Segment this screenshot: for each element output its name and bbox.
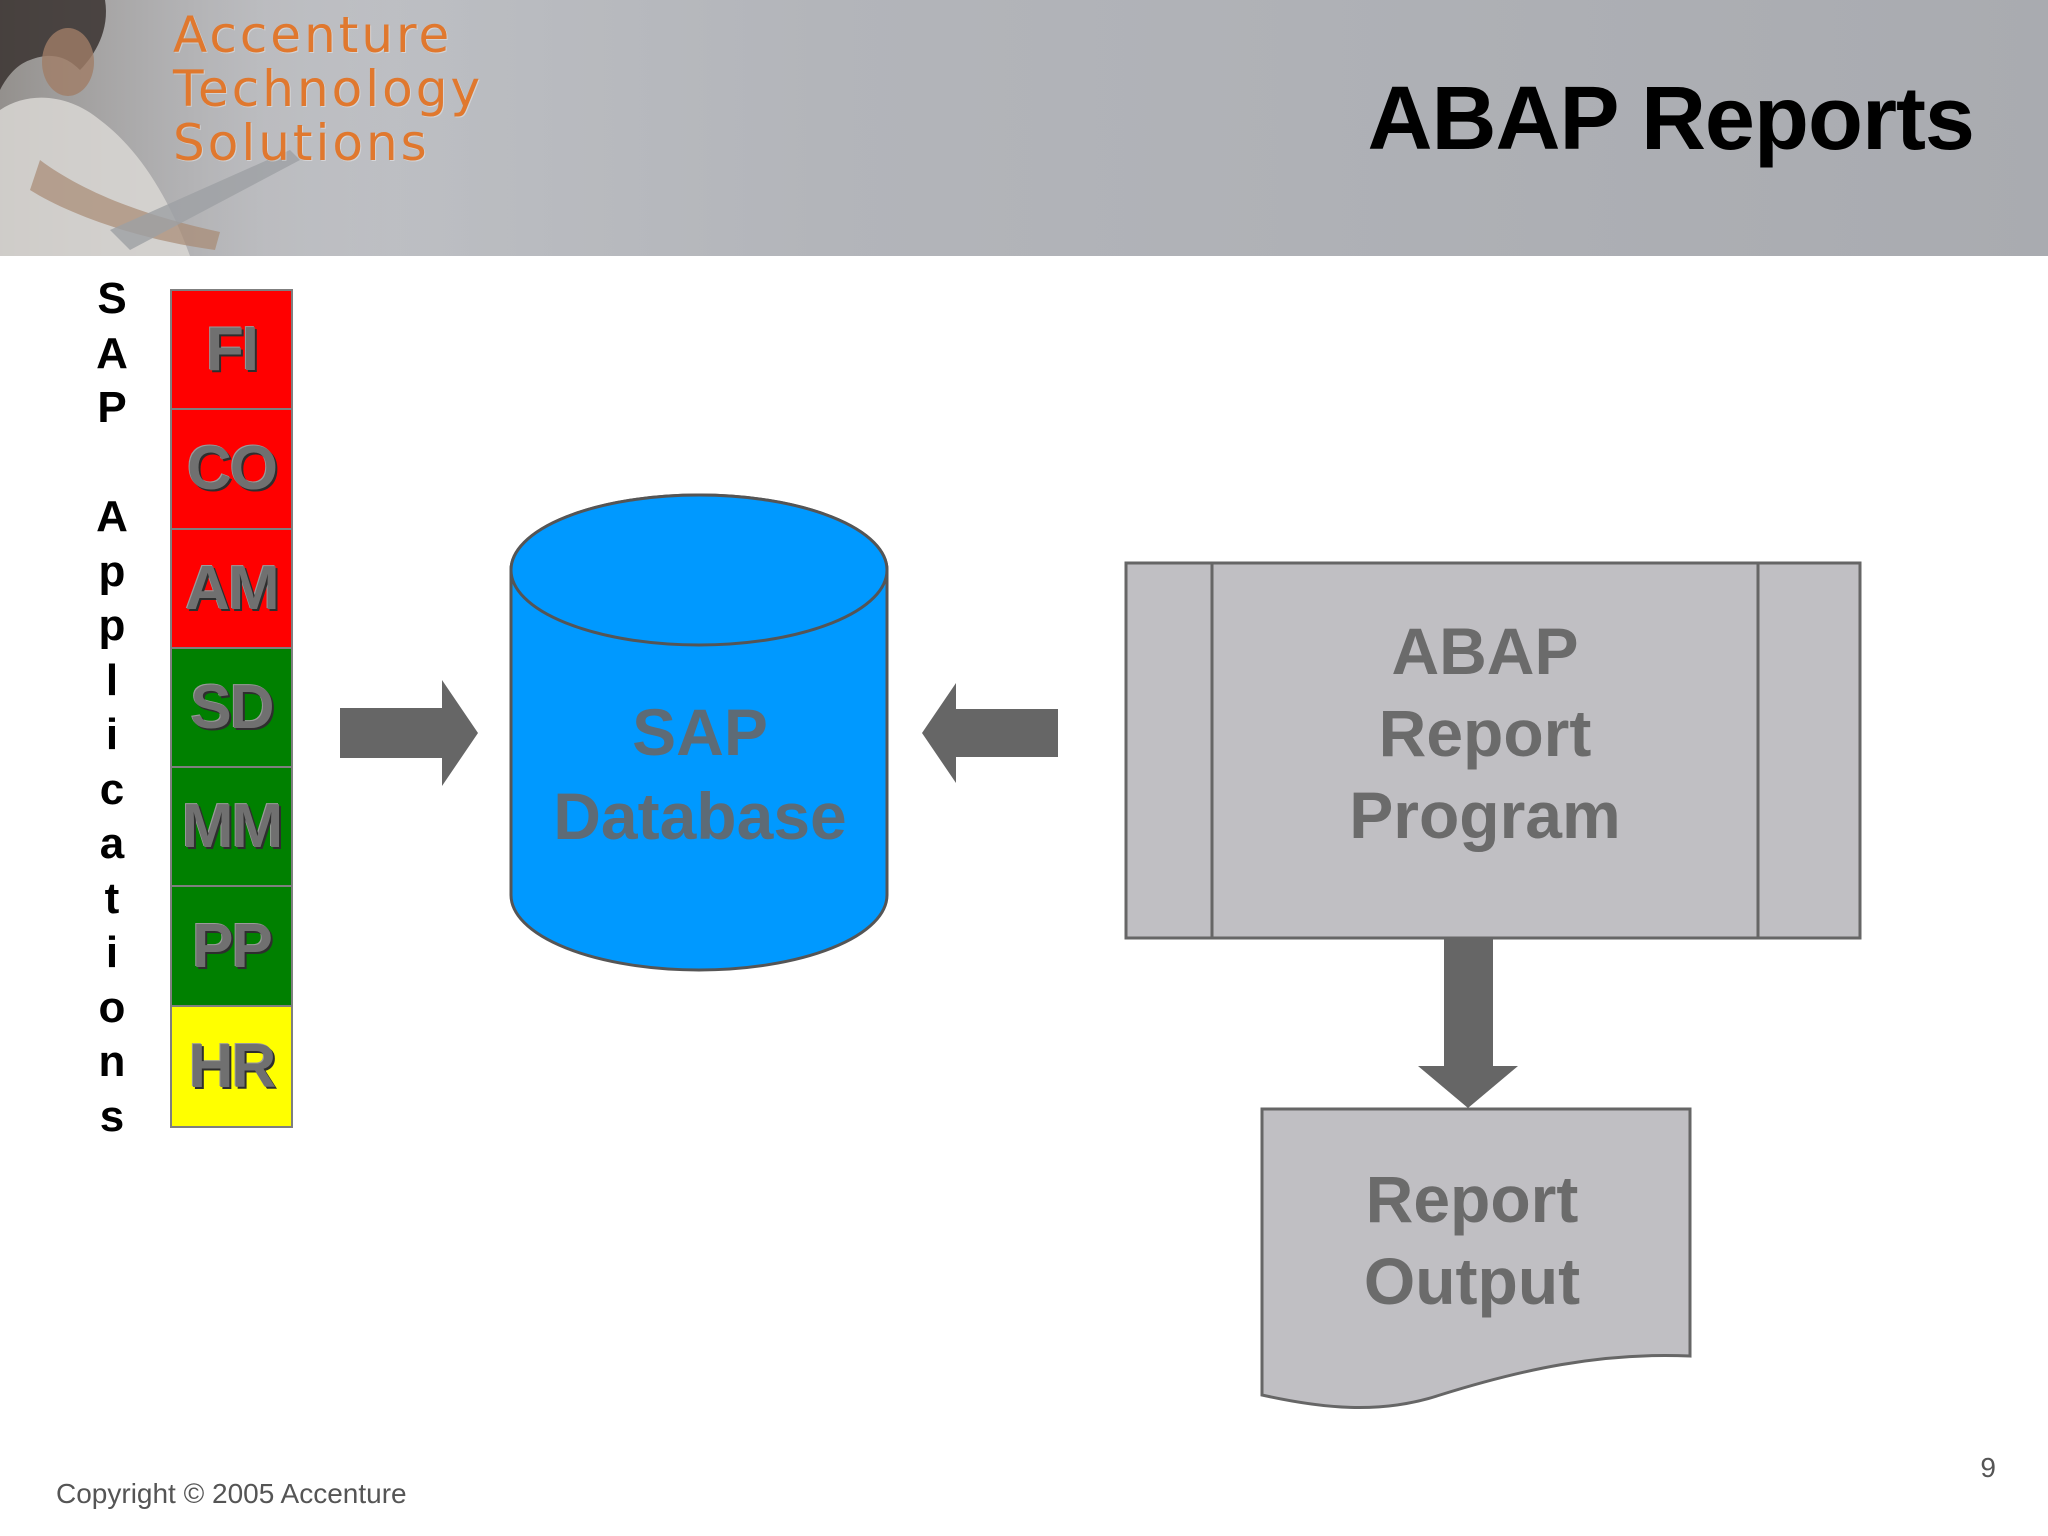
label-letter: n	[98, 1037, 126, 1086]
program-label-line: Program	[1349, 778, 1621, 852]
module-sd: SD	[172, 648, 291, 769]
label-letter: S	[97, 274, 127, 323]
sap-applications-vertical-label: S A P A p p l i c a t i o n s	[92, 272, 132, 1144]
label-letter: l	[105, 655, 119, 705]
module-hr: HR	[172, 1006, 291, 1127]
brand-line: Solutions	[173, 114, 430, 172]
module-am: AM	[172, 529, 291, 649]
label-letter: p	[98, 601, 126, 650]
report-output-label: Report Output	[1262, 1158, 1682, 1322]
abap-program-box	[1124, 561, 1862, 940]
label-letter: p	[98, 546, 126, 596]
slide-title: ABAP Reports	[1367, 69, 1975, 169]
label-letter: c	[99, 764, 125, 814]
arrow-down-icon	[1418, 938, 1518, 1108]
brand-line: Accenture	[173, 6, 453, 64]
database-label-line: Database	[553, 779, 847, 854]
label-letter: i	[105, 710, 119, 759]
database-label: SAP Database	[500, 690, 900, 859]
arrow-right-icon	[340, 680, 478, 786]
database-label-line: SAP	[632, 695, 768, 769]
label-letter: P	[97, 383, 127, 432]
abap-program-label: ABAP Report Program	[1212, 610, 1758, 856]
output-label-line: Output	[1363, 1244, 1581, 1318]
arrow-left-icon	[922, 683, 1058, 783]
brand-line: Technology	[173, 60, 484, 118]
module-pp: PP	[172, 887, 291, 1007]
module-co: CO	[172, 410, 291, 530]
module-fi: FI	[172, 291, 291, 411]
header-photo	[0, 0, 480, 256]
label-letter: A	[96, 492, 128, 541]
module-mm: MM	[172, 768, 291, 888]
label-letter: a	[99, 819, 125, 868]
database-cylinder-icon	[509, 493, 889, 972]
label-letter: t	[104, 873, 120, 923]
copyright-text: Copyright © 2005 Accenture	[56, 1478, 407, 1509]
label-letter: A	[96, 328, 128, 378]
database-top	[509, 493, 889, 647]
report-output-document	[1260, 1107, 1692, 1409]
label-letter: s	[99, 1091, 125, 1141]
program-label-line: Report	[1378, 696, 1592, 770]
brand-logo-text: Accenture Technology Solutions	[173, 8, 483, 170]
label-letter: i	[105, 928, 119, 977]
output-label-line: Report	[1365, 1162, 1579, 1236]
label-letter: o	[98, 982, 126, 1032]
page-number: 9	[1980, 1452, 1996, 1483]
sap-module-stack: FI CO AM SD MM PP HR	[170, 289, 293, 1129]
header-band: Accenture Technology Solutions ABAP Repo…	[0, 0, 2048, 256]
program-label-line: ABAP	[1391, 614, 1579, 688]
